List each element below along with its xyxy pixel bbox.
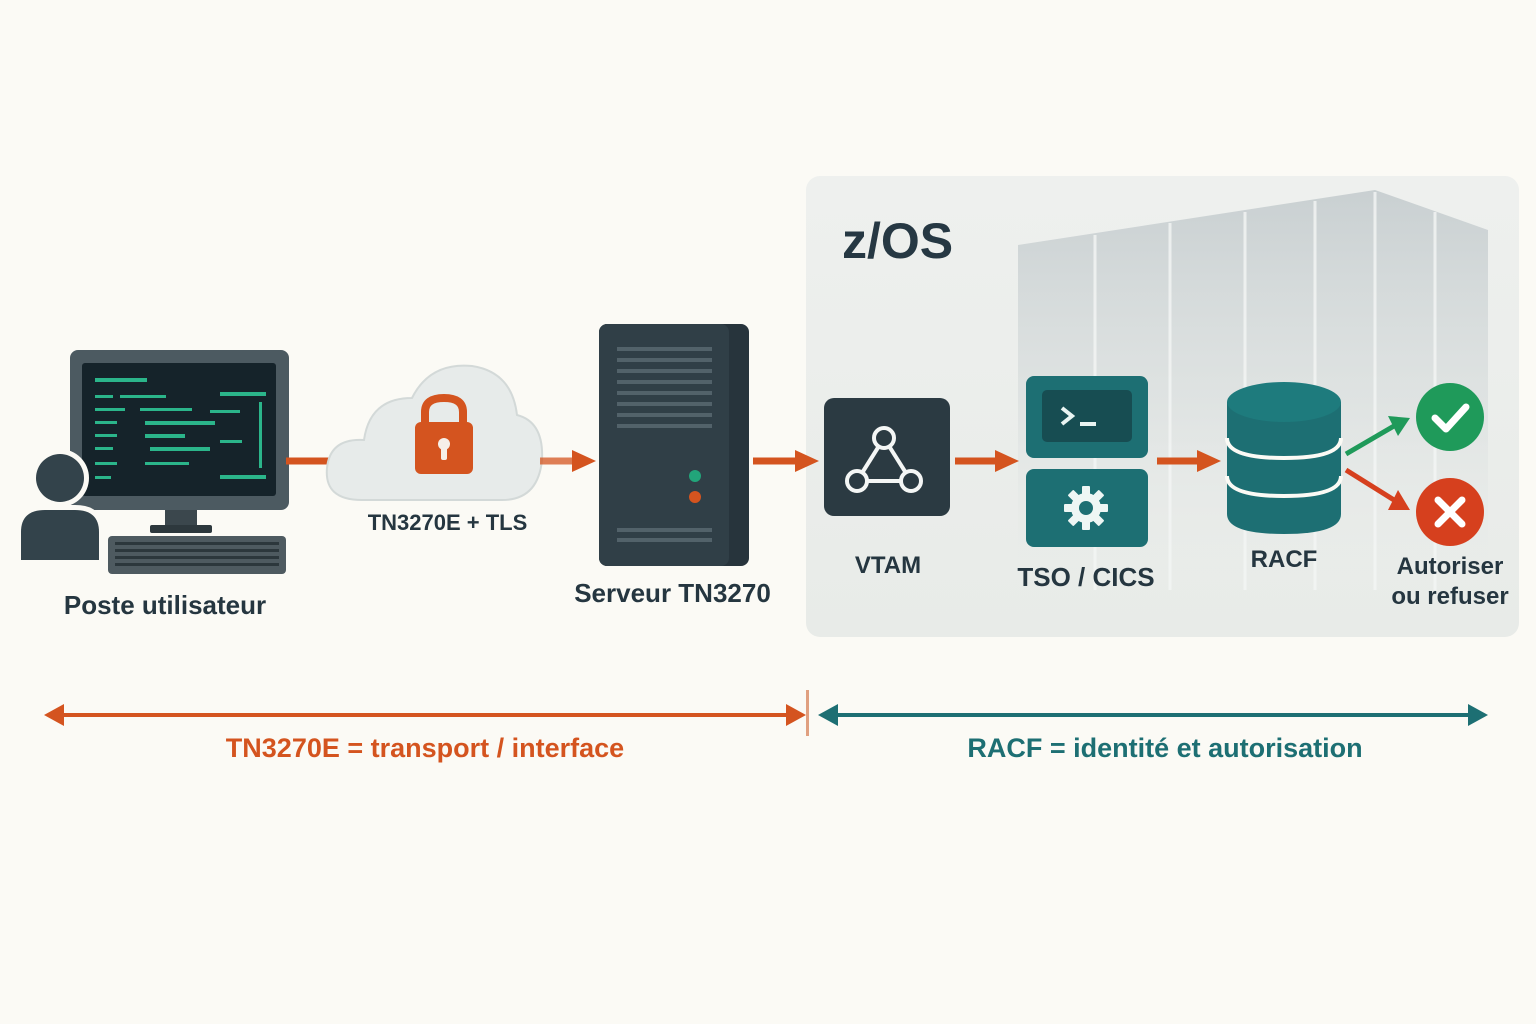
- cross-icon: [1416, 478, 1484, 546]
- tso-cics-label: TSO / CICS: [1017, 562, 1155, 592]
- flow-arrow: [540, 450, 596, 472]
- terminal-prompt-icon: [1026, 376, 1148, 458]
- identity-range-label: RACF = identité et autorisation: [967, 733, 1363, 763]
- transport-range-arrow: [44, 704, 806, 726]
- database-icon: [1225, 382, 1343, 534]
- server-tower-icon: [599, 324, 749, 566]
- range-divider: [806, 690, 809, 736]
- identity-range-arrow: [818, 704, 1488, 726]
- transport-range-label: TN3270E = transport / interface: [225, 733, 625, 763]
- cloud-lock-icon: [325, 364, 544, 501]
- network-graph-icon: [824, 398, 950, 516]
- racf-label: RACF: [1250, 546, 1318, 573]
- flow-arrow: [955, 450, 1019, 472]
- deny-branch-arrow: [1344, 467, 1410, 510]
- allow-branch-arrow: [1344, 416, 1410, 457]
- decision-label-line1: Autoriser: [1396, 553, 1504, 580]
- flow-arrow: [753, 450, 819, 472]
- vtam-label: VTAM: [854, 552, 922, 579]
- zos-title: z/OS: [842, 213, 954, 269]
- check-icon: [1416, 383, 1484, 451]
- flow-arrow: [1157, 450, 1221, 472]
- tls-label: TN3270E + TLS: [367, 510, 528, 535]
- gear-icon: [1026, 469, 1148, 547]
- monitor-with-user-icon: [17, 350, 289, 574]
- workstation-label: Poste utilisateur: [63, 590, 267, 620]
- decision-label: Autoriser ou refuser: [1380, 552, 1520, 612]
- server-label: Serveur TN3270: [574, 578, 771, 608]
- decision-label-line2: ou refuser: [1391, 583, 1509, 610]
